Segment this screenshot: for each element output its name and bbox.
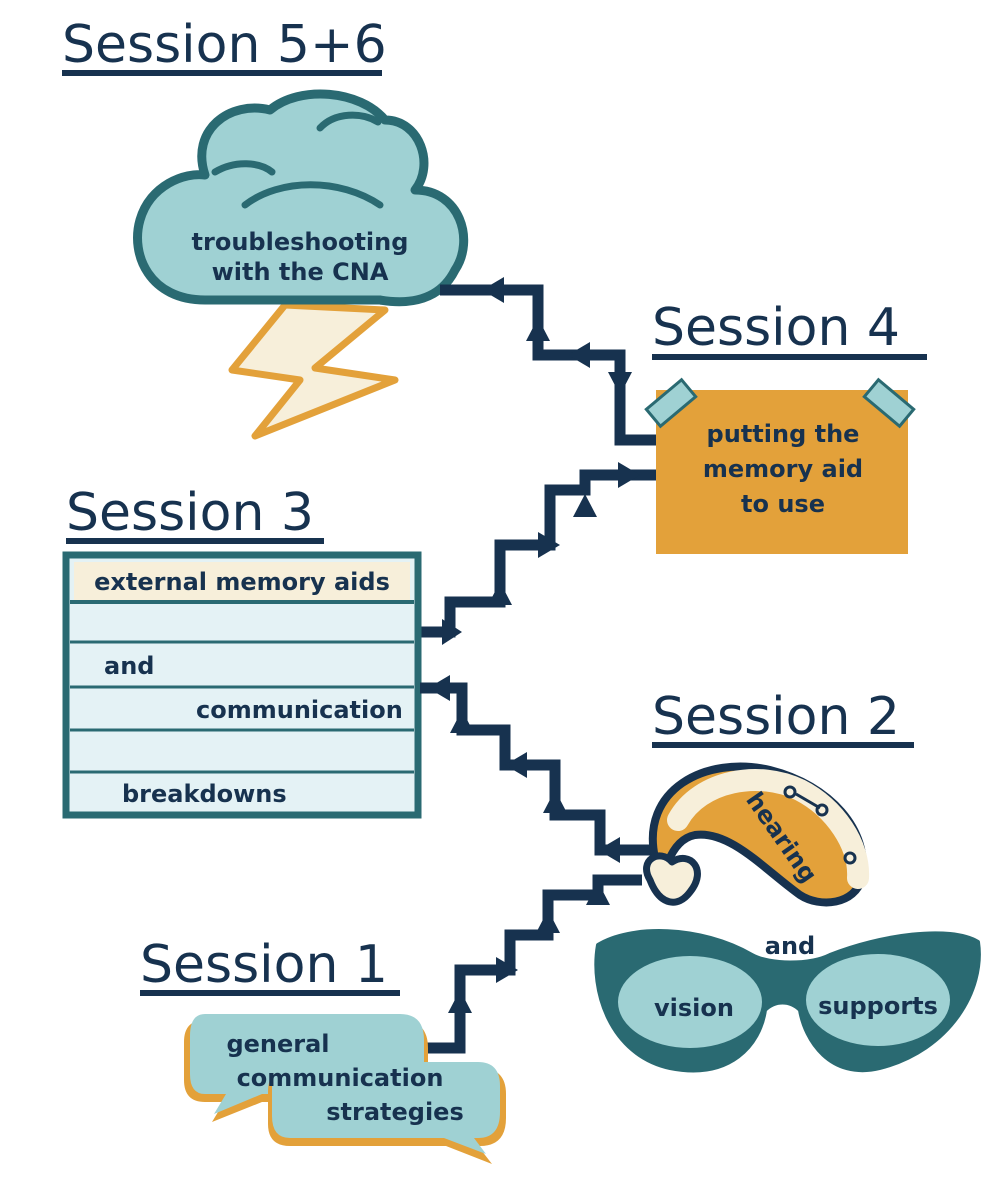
arrow-up-icon <box>536 910 560 933</box>
session-4-heading: Session 4 <box>652 298 900 358</box>
session-1-group: Session 1 general communication strategi… <box>140 935 506 1164</box>
session-4-group: Session 4 putting the memory aid to use <box>644 298 927 554</box>
session-3-row-2: and <box>104 652 154 680</box>
session-3-row-1: external memory aids <box>94 568 390 596</box>
session-4-line-3: to use <box>741 490 825 518</box>
connector-s4-to-s56 <box>440 277 658 446</box>
session-5-6-line-2: with the CNA <box>212 258 389 286</box>
arrow-up-icon <box>543 790 567 813</box>
connector-s1-to-s2 <box>425 874 642 1054</box>
glasses-icon <box>594 929 981 1073</box>
session-2-heading: Session 2 <box>652 687 900 747</box>
arrow-left-icon <box>505 752 527 778</box>
session-2-group: Session 2 hearing and vision supports <box>594 687 981 1073</box>
arrow-up-icon <box>488 582 512 605</box>
session-5-6-group: Session 5+6 troubleshooting with the CNA <box>62 15 469 440</box>
session-5-6-underline <box>62 70 382 76</box>
arrow-up-icon <box>586 882 610 905</box>
cloud-curl-mid <box>241 181 384 209</box>
arrow-left-icon <box>568 342 590 368</box>
arrow-left-icon <box>482 277 504 303</box>
session-5-6-heading: Session 5+6 <box>62 15 387 75</box>
arrow-up-icon <box>526 318 550 341</box>
arrow-up-icon <box>450 710 474 733</box>
connector-s3-to-s4 <box>420 462 656 645</box>
arrow-left-icon <box>428 675 450 701</box>
arrow-right-icon <box>538 532 560 558</box>
session-1-line-2: communication <box>237 1064 444 1092</box>
supports-label: supports <box>818 992 938 1020</box>
speech-bubbles-icon <box>184 1014 506 1164</box>
arrow-up-icon <box>608 372 632 395</box>
hearing-aid-icon <box>643 762 870 907</box>
session-1-heading: Session 1 <box>140 935 388 995</box>
session-2-underline <box>652 742 914 748</box>
notepad-header-row <box>74 562 410 602</box>
connector-s2-to-s3 <box>420 675 655 863</box>
session-3-underline <box>66 538 324 544</box>
session-4-line-2: memory aid <box>703 455 863 483</box>
cloud-icon <box>133 89 469 307</box>
session-1-underline <box>140 990 400 996</box>
session-1-line-1: general <box>226 1030 329 1058</box>
session-3-row-3: communication <box>196 696 403 724</box>
session-3-heading: Session 3 <box>66 483 314 543</box>
arrow-right-icon <box>496 957 518 983</box>
cloud-curl-left <box>211 160 276 176</box>
arrow-up-icon <box>448 990 472 1013</box>
session-4-line-1: putting the <box>707 420 860 448</box>
session-4-underline <box>652 354 927 360</box>
sticky-note-panel <box>656 390 908 554</box>
arrow-up-icon <box>573 494 597 517</box>
session-5-6-line-1: troubleshooting <box>192 228 409 256</box>
session-3-row-4: breakdowns <box>122 780 287 808</box>
lightning-bolt-icon <box>228 301 399 440</box>
vision-label: vision <box>654 994 734 1022</box>
arrow-left-icon <box>598 837 620 863</box>
and-label: and <box>765 932 815 960</box>
tape-right-icon <box>862 377 916 429</box>
cloud-curl-top <box>316 111 382 132</box>
arrow-right-icon <box>618 462 640 488</box>
session-3-group: Session 3 external memory aids and commu… <box>62 483 422 819</box>
arrow-right-icon <box>442 619 462 645</box>
session-1-line-3: strategies <box>326 1098 464 1126</box>
tape-left-icon <box>644 377 698 429</box>
